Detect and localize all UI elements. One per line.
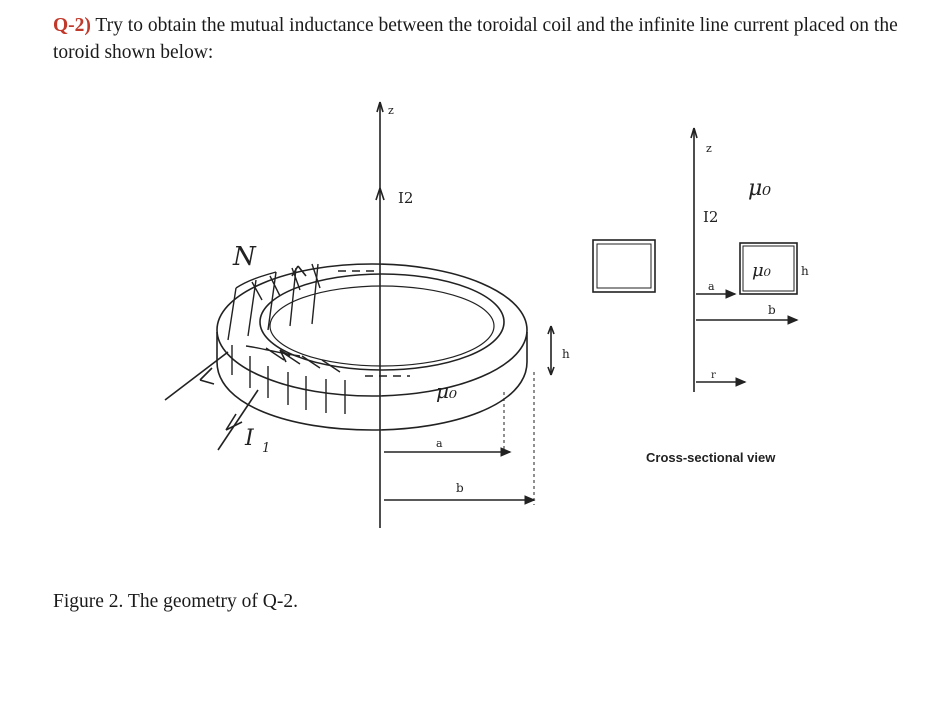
question-number: Q-2) [53,15,91,36]
coil-windings-front [227,263,346,414]
cross-section-left-square [592,239,656,293]
left-b-label: b [456,481,464,495]
right-z-label: z [706,142,712,155]
cross-section-right-square-inner [742,245,795,292]
cross-section-view [592,127,799,392]
toroid-inner-hole-rim [269,285,495,367]
left-h-label: h [562,347,570,361]
toroid-outer-bottom-edge [216,332,528,431]
question-body: Try to obtain the mutual inductance betw… [53,15,898,63]
winding-arrow-2 [279,349,291,363]
toroid-3d-view [164,101,555,528]
right-current-label: I2 [703,208,718,226]
left-z-label: z [388,104,394,117]
winding-arrow-1 [291,265,307,277]
toroid-inner-hole [259,273,505,371]
right-mu-outer-label: μ₀ [748,176,771,201]
right-h-label: h [801,264,809,278]
cross-section-caption: Cross-sectional view [646,450,776,465]
dimension-h-arrows [547,325,555,376]
coil-current-label: I [244,426,255,451]
coil-lead-in-arrow [199,367,215,385]
z-axis-arrow [376,101,384,113]
right-a-label: a [708,280,715,293]
question-text: Q-2) Try to obtain the mutual inductance… [53,12,913,66]
coil-current-subscript: 1 [262,441,270,456]
right-b-label: b [768,303,776,317]
cross-section-right-square [739,242,798,295]
coil-windings-top [235,263,341,373]
turns-label: N [232,242,257,272]
left-current-label: I2 [398,189,413,207]
right-r-label: r [711,370,716,381]
right-mu-inner-label: μ₀ [752,260,771,281]
coil-lead-out-arrow [225,413,243,431]
left-a-label: a [436,437,443,450]
coil-lead-out [217,389,259,451]
line-current-arrow [375,187,385,201]
figure-caption: Figure 2. The geometry of Q-2. [53,591,298,612]
left-mu-label: μ₀ [436,379,457,403]
coil-lead-in [164,351,229,401]
cross-section-left-square-inner [596,243,652,289]
right-z-axis-arrow [690,127,698,139]
toroid-outer-top-edge [216,263,528,397]
